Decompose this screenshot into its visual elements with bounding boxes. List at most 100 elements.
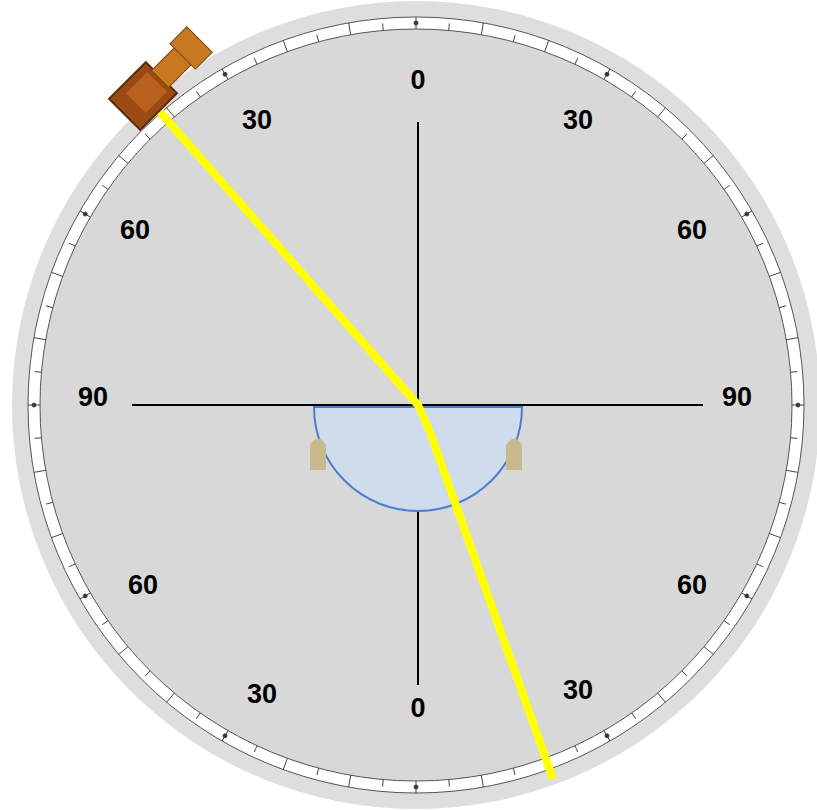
- scale-tick: [46, 502, 53, 504]
- scale-tick: [448, 780, 450, 787]
- scale-tick: [349, 775, 351, 787]
- scale-dot: [745, 594, 749, 598]
- scale-tick: [742, 593, 752, 599]
- scale-tick: [658, 108, 666, 117]
- scale-tick: [724, 621, 730, 625]
- scale-tick: [317, 35, 319, 42]
- scale-tick: [283, 758, 287, 769]
- scale-dot: [414, 785, 418, 789]
- angle-label: 90: [722, 384, 752, 411]
- angle-label: 60: [128, 572, 158, 599]
- scale-tick: [51, 272, 62, 276]
- outer-disc: [12, 1, 817, 809]
- laser-box: [109, 24, 215, 130]
- scale-tick: [382, 780, 384, 787]
- scale-tick: [575, 746, 578, 752]
- light-ray: [160, 112, 553, 779]
- angle-label: 30: [563, 677, 593, 704]
- scale-tick: [145, 134, 150, 139]
- scale-dot: [796, 403, 800, 407]
- scale-tick: [757, 564, 763, 567]
- scale-dot: [605, 734, 609, 738]
- scale-dot: [223, 72, 227, 76]
- semicircular-lens: [314, 407, 522, 511]
- scale-tick: [317, 768, 319, 775]
- scale-tick: [604, 69, 610, 79]
- scale-tick: [481, 23, 483, 35]
- scale-tick: [102, 621, 108, 625]
- scale-tick: [102, 185, 108, 189]
- scale-dot: [83, 594, 87, 598]
- scale-tick: [254, 746, 257, 752]
- scale-tick: [682, 134, 687, 139]
- scale-tick: [791, 437, 798, 439]
- scale-ring: [28, 17, 804, 793]
- scale-tick: [222, 69, 228, 79]
- scale-tick: [769, 272, 780, 276]
- scale-tick: [222, 731, 228, 741]
- scale-tick: [779, 306, 786, 308]
- scale-tick: [513, 768, 515, 775]
- angle-label: 60: [677, 572, 707, 599]
- scale-tick: [791, 371, 798, 373]
- scale-tick: [513, 35, 515, 42]
- scale-tick: [283, 40, 287, 51]
- scale-tick: [604, 731, 610, 741]
- scale-tick: [575, 58, 578, 64]
- scale-tick: [119, 647, 128, 655]
- lens-holder: [506, 439, 522, 471]
- scale-tick: [119, 156, 128, 164]
- angle-label: 90: [78, 384, 108, 411]
- angle-label: 60: [677, 217, 707, 244]
- scale-tick: [167, 693, 175, 702]
- scale-dot: [745, 212, 749, 216]
- scale-tick: [80, 593, 90, 599]
- scale-tick: [349, 23, 351, 35]
- angle-label: 0: [410, 695, 425, 722]
- scale-tick: [658, 693, 666, 702]
- scale-tick: [632, 713, 636, 719]
- scale-tick: [769, 534, 780, 538]
- scale-tick: [80, 211, 90, 217]
- scale-tick: [382, 23, 384, 30]
- scale-tick: [196, 91, 200, 97]
- scale-tick: [481, 775, 483, 787]
- inner-disc: [40, 29, 792, 781]
- scale-dot: [32, 403, 36, 407]
- scale-tick: [196, 713, 200, 719]
- scale-tick: [632, 91, 636, 97]
- scale-tick: [448, 23, 450, 30]
- scale-ticks: [28, 17, 804, 793]
- scale-tick: [786, 338, 798, 340]
- scale-tick: [34, 371, 41, 373]
- scale-dot: [605, 72, 609, 76]
- angle-label: 60: [120, 217, 150, 244]
- scale-tick: [704, 156, 713, 164]
- scale-tick: [779, 502, 786, 504]
- scale-tick: [145, 671, 150, 676]
- scale-tick: [742, 211, 752, 217]
- scale-tick: [786, 470, 798, 472]
- scale-tick: [34, 437, 41, 439]
- scale-tick: [34, 338, 46, 340]
- lens-holder: [310, 439, 326, 471]
- scale-tick: [34, 470, 46, 472]
- scale-dot: [223, 734, 227, 738]
- scale-tick: [545, 40, 549, 51]
- scale-tick: [254, 58, 257, 64]
- scale-dot: [83, 212, 87, 216]
- scale-tick: [69, 564, 75, 567]
- angle-label: 0: [410, 67, 425, 94]
- scale-tick: [704, 647, 713, 655]
- scale-tick: [51, 534, 62, 538]
- scale-tick: [724, 185, 730, 189]
- angle-label: 30: [563, 107, 593, 134]
- scale-tick: [69, 243, 75, 246]
- scale-tick: [46, 306, 53, 308]
- scale-dot: [414, 21, 418, 25]
- angle-label: 30: [247, 681, 277, 708]
- angle-label: 30: [242, 107, 272, 134]
- scale-tick: [757, 243, 763, 246]
